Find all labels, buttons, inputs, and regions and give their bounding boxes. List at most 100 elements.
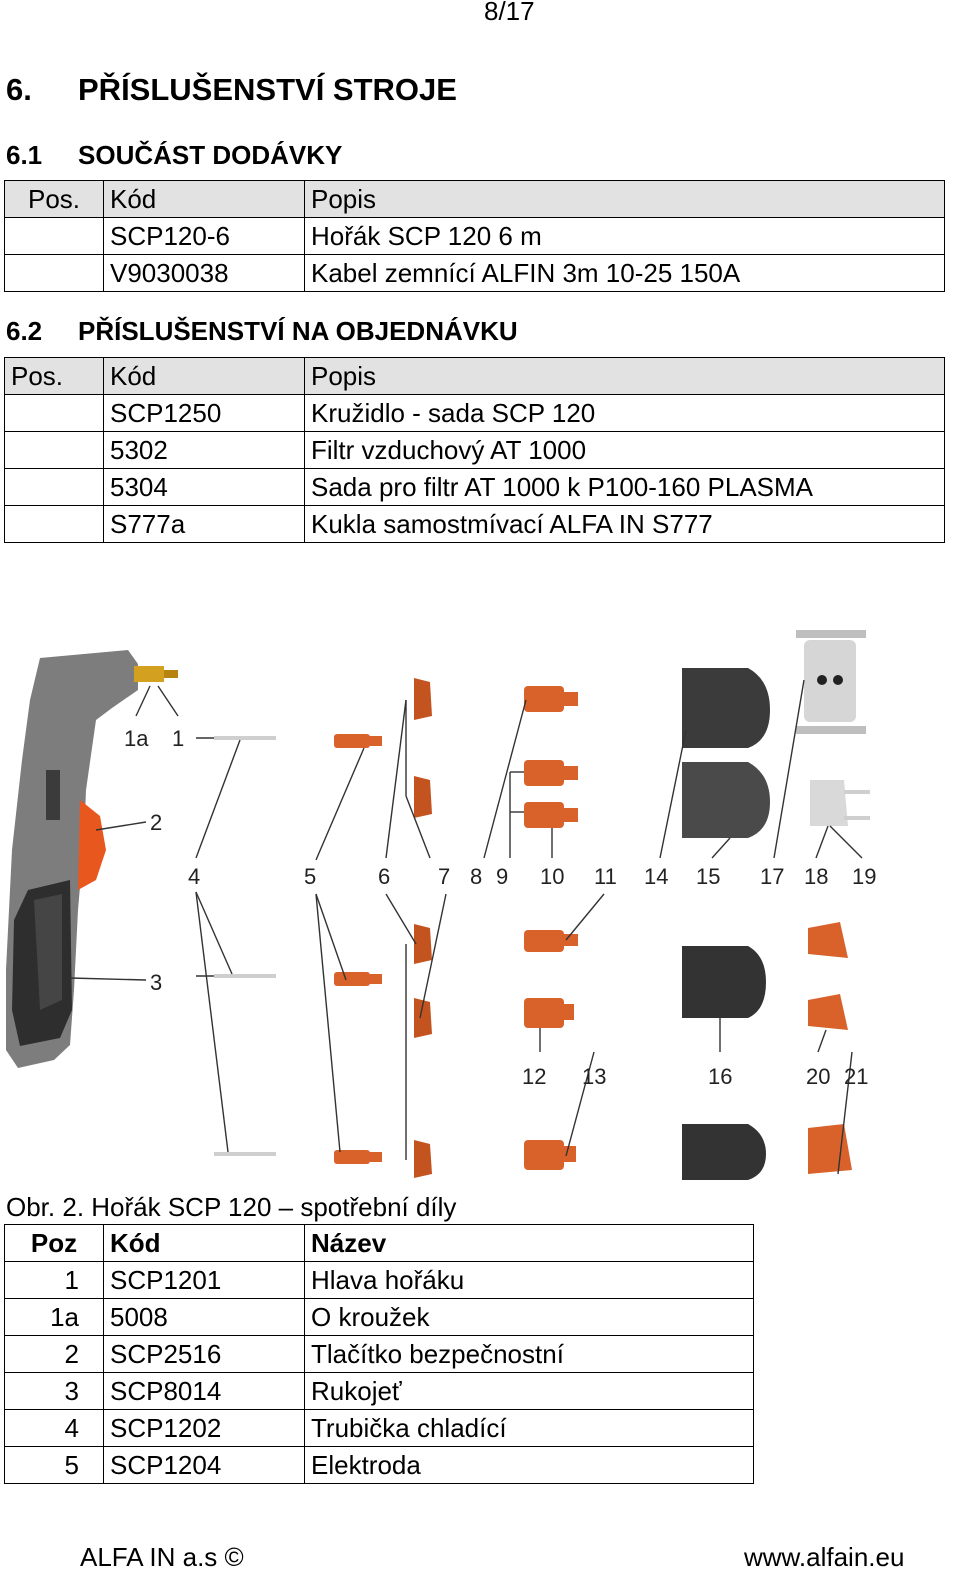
callout-3: 3 <box>150 970 162 995</box>
swirl-ring-illustration <box>414 678 432 1178</box>
cell-pos <box>4 394 104 432</box>
callout-10: 10 <box>540 864 564 889</box>
header-kod: Kód <box>103 1224 305 1262</box>
callout-9: 9 <box>496 864 508 889</box>
cell-nazev: O kroužek <box>304 1298 754 1336</box>
cell-kod: 5008 <box>103 1298 305 1336</box>
accessories-table: Pos. Kód Popis SCP1250 Kružidlo - sada S… <box>4 357 945 543</box>
torch-exploded-view: 1a 1 2 3 4 5 6 7 8 9 10 11 14 15 17 18 1… <box>6 630 876 1180</box>
callout-13: 13 <box>582 1064 606 1089</box>
cell-popis: Kabel zemnící ALFIN 3m 10-25 150A <box>304 254 945 292</box>
shield-cup-illustration <box>682 668 770 1180</box>
cell-pos <box>4 254 104 292</box>
cell-kod: SCP2516 <box>103 1335 305 1373</box>
table-row: 5302 Filtr vzduchový AT 1000 <box>4 431 945 469</box>
cell-nazev: Trubička chladící <box>304 1409 754 1447</box>
header-pos: Pos. <box>4 180 104 218</box>
callout-11: 11 <box>594 864 617 889</box>
table-row: S777a Kukla samostmívací ALFA IN S777 <box>4 505 945 543</box>
cell-kod: SCP1204 <box>103 1446 305 1484</box>
cell-poz: 2 <box>4 1335 104 1373</box>
callout-8: 8 <box>470 864 482 889</box>
cooling-tube-illustration <box>214 736 276 1156</box>
cell-pos <box>4 505 104 543</box>
callout-1a: 1a <box>124 726 149 751</box>
retaining-cap-illustration <box>796 630 870 826</box>
leader-lines <box>69 679 863 1175</box>
callout-5: 5 <box>304 864 316 889</box>
table-header-row: Poz Kód Název <box>4 1224 754 1262</box>
cell-nazev: Hlava hořáku <box>304 1261 754 1299</box>
cell-kod: 5304 <box>103 468 305 506</box>
table-row: SCP1250 Kružidlo - sada SCP 120 <box>4 394 945 432</box>
cell-kod: V9030038 <box>103 254 305 292</box>
header-nazev: Název <box>304 1224 754 1262</box>
cell-popis: Sada pro filtr AT 1000 k P100-160 PLASMA <box>304 468 945 506</box>
cell-kod: SCP1202 <box>103 1409 305 1447</box>
section-heading: 6. PŘÍSLUŠENSTVÍ STROJE <box>6 72 457 108</box>
cell-poz: 3 <box>4 1372 104 1410</box>
figure-caption: Obr. 2. Hořák SCP 120 – spotřební díly <box>6 1192 457 1222</box>
table-row: 5 SCP1204 Elektroda <box>4 1446 754 1484</box>
header-popis: Popis <box>304 180 945 218</box>
callout-15: 15 <box>696 864 720 889</box>
callout-4: 4 <box>188 864 200 889</box>
table-row: 1 SCP1201 Hlava hořáku <box>4 1261 754 1299</box>
cell-kod: SCP1250 <box>103 394 305 432</box>
parts-table: Poz Kód Název 1 SCP1201 Hlava hořáku 1a … <box>4 1224 754 1484</box>
header-popis: Popis <box>304 357 945 395</box>
callout-14: 14 <box>644 864 668 889</box>
callout-16: 16 <box>708 1064 732 1089</box>
cell-popis: Filtr vzduchový AT 1000 <box>304 431 945 469</box>
header-poz: Poz <box>4 1224 104 1262</box>
torch-handle-illustration <box>6 650 178 1068</box>
subsection-number: 6.2 <box>6 316 43 346</box>
cell-kod: SCP120-6 <box>103 217 305 255</box>
section-title: PŘÍSLUŠENSTVÍ STROJE <box>78 72 457 107</box>
cell-popis: Hořák SCP 120 6 m <box>304 217 945 255</box>
table-header-row: Pos. Kód Popis <box>4 357 945 395</box>
cell-kod: SCP1201 <box>103 1261 305 1299</box>
table-row: 4 SCP1202 Trubička chladící <box>4 1409 754 1447</box>
cell-nazev: Rukojeť <box>304 1372 754 1410</box>
header-kod: Kód <box>103 357 305 395</box>
nozzle-illustration <box>524 686 578 1170</box>
footer-company: ALFA IN a.s © <box>80 1542 244 1572</box>
cell-poz: 1a <box>4 1298 104 1336</box>
callout-12: 12 <box>522 1064 546 1089</box>
callout-20: 20 <box>806 1064 830 1089</box>
callout-19: 19 <box>852 864 876 889</box>
table-row: 3 SCP8014 Rukojeť <box>4 1372 754 1410</box>
callout-labels: 1a 1 2 3 4 5 6 7 8 9 10 11 14 15 17 18 1… <box>124 726 876 1089</box>
subsection-title: SOUČÁST DODÁVKY <box>78 140 343 170</box>
electrode-illustration <box>334 734 382 1164</box>
table-header-row: Pos. Kód Popis <box>4 180 945 218</box>
callout-6: 6 <box>378 864 390 889</box>
header-pos: Pos. <box>4 357 104 395</box>
cell-kod: S777a <box>103 505 305 543</box>
cell-poz: 4 <box>4 1409 104 1447</box>
callout-7: 7 <box>438 864 450 889</box>
callout-1: 1 <box>172 726 184 751</box>
cell-kod: SCP8014 <box>103 1372 305 1410</box>
footer-website: www.alfain.eu <box>744 1542 905 1572</box>
callout-21: 21 <box>844 1064 868 1089</box>
cell-kod: 5302 <box>103 431 305 469</box>
callout-17: 17 <box>760 864 784 889</box>
header-kod: Kód <box>103 180 305 218</box>
page-number: 8/17 <box>484 0 535 26</box>
cell-nazev: Elektroda <box>304 1446 754 1484</box>
cell-pos <box>4 468 104 506</box>
section-number: 6. <box>6 72 32 107</box>
subsection-number: 6.1 <box>6 140 43 170</box>
cell-poz: 5 <box>4 1446 104 1484</box>
table-row: 2 SCP2516 Tlačítko bezpečnostní <box>4 1335 754 1373</box>
cell-pos <box>4 431 104 469</box>
table-row: 5304 Sada pro filtr AT 1000 k P100-160 P… <box>4 468 945 506</box>
table-row: SCP120-6 Hořák SCP 120 6 m <box>4 217 945 255</box>
delivery-table: Pos. Kód Popis SCP120-6 Hořák SCP 120 6 … <box>4 180 945 292</box>
cell-poz: 1 <box>4 1261 104 1299</box>
cell-pos <box>4 217 104 255</box>
subsection-heading-1: 6.1 SOUČÁST DODÁVKY <box>6 140 342 171</box>
